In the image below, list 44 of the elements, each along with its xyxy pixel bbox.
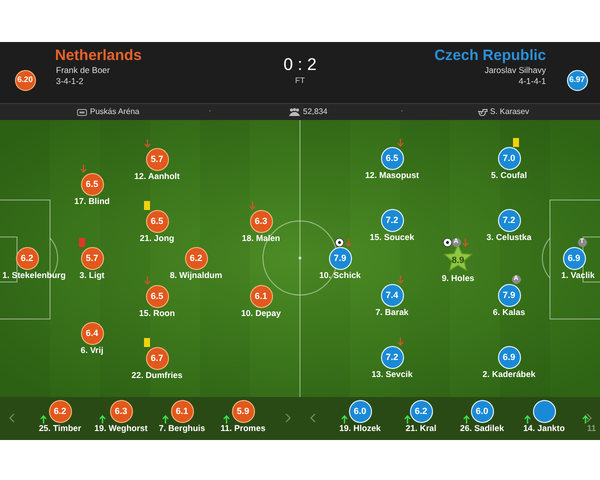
player-name: 2. Kaderábek bbox=[482, 369, 536, 379]
player-name: 9. Holes bbox=[442, 273, 474, 283]
player-name: 26. Sadilek bbox=[460, 423, 504, 433]
player-name: 13. Sevcik bbox=[371, 369, 413, 379]
formation: 3-4-1-2 bbox=[56, 77, 84, 87]
player-name: 14. Jankto bbox=[523, 423, 565, 433]
team-name: Netherlands bbox=[55, 47, 142, 64]
referee-name: S. Karasev bbox=[490, 107, 530, 116]
player-name: 1. Vaclik bbox=[561, 270, 595, 280]
team-name: Czech Republic bbox=[434, 47, 546, 64]
player-name: 10. Schick bbox=[319, 270, 361, 280]
player-name: 21. Jong bbox=[140, 233, 174, 243]
player-name: 3. Celustka bbox=[486, 232, 532, 242]
player-name: 7. Berghuis bbox=[158, 423, 206, 433]
separator-dot: · bbox=[208, 106, 212, 116]
stadium-name: Puskás Aréna bbox=[90, 107, 140, 116]
player-name: 6. Kalas bbox=[492, 307, 526, 317]
player-name: 15. Soucek bbox=[370, 232, 414, 242]
player-name: 18. Malen bbox=[242, 233, 280, 243]
player-name: 1. Stekelenburg bbox=[2, 270, 66, 280]
player-name: 11. Promes bbox=[220, 423, 266, 433]
coach-name: Jaroslav Silhavy bbox=[484, 66, 546, 76]
player-name: 11 bbox=[587, 424, 596, 434]
player-name: 10. Depay bbox=[241, 308, 281, 318]
player-name: 3. Ligt bbox=[79, 270, 105, 280]
separator-dot: · bbox=[400, 106, 404, 116]
player-name: 12. Aanholt bbox=[134, 171, 180, 181]
player-name: 19. Hlozek bbox=[339, 423, 381, 433]
attendance: 52,834 bbox=[303, 107, 328, 116]
coach-name: Frank de Boer bbox=[56, 66, 110, 76]
player-name: 7. Barak bbox=[375, 307, 409, 317]
player-name: 5. Coufal bbox=[491, 170, 527, 180]
player-name: 19. Weghorst bbox=[94, 423, 148, 433]
player-name: 15. Roon bbox=[139, 308, 175, 318]
player-name: 6. Vrij bbox=[80, 345, 104, 355]
player-name: 21. Kral bbox=[406, 423, 436, 433]
score: 0 : 2 bbox=[283, 55, 317, 75]
player-name: 17. Blind bbox=[74, 196, 110, 206]
player-name: 12. Masopust bbox=[365, 170, 419, 180]
player-name: 22. Dumfries bbox=[131, 370, 183, 380]
player-name: 8. Wijnaldum bbox=[170, 270, 222, 280]
match-status: FT bbox=[295, 76, 305, 86]
formation: 4-1-4-1 bbox=[518, 77, 546, 87]
player-name: 25. Timber bbox=[38, 423, 82, 433]
